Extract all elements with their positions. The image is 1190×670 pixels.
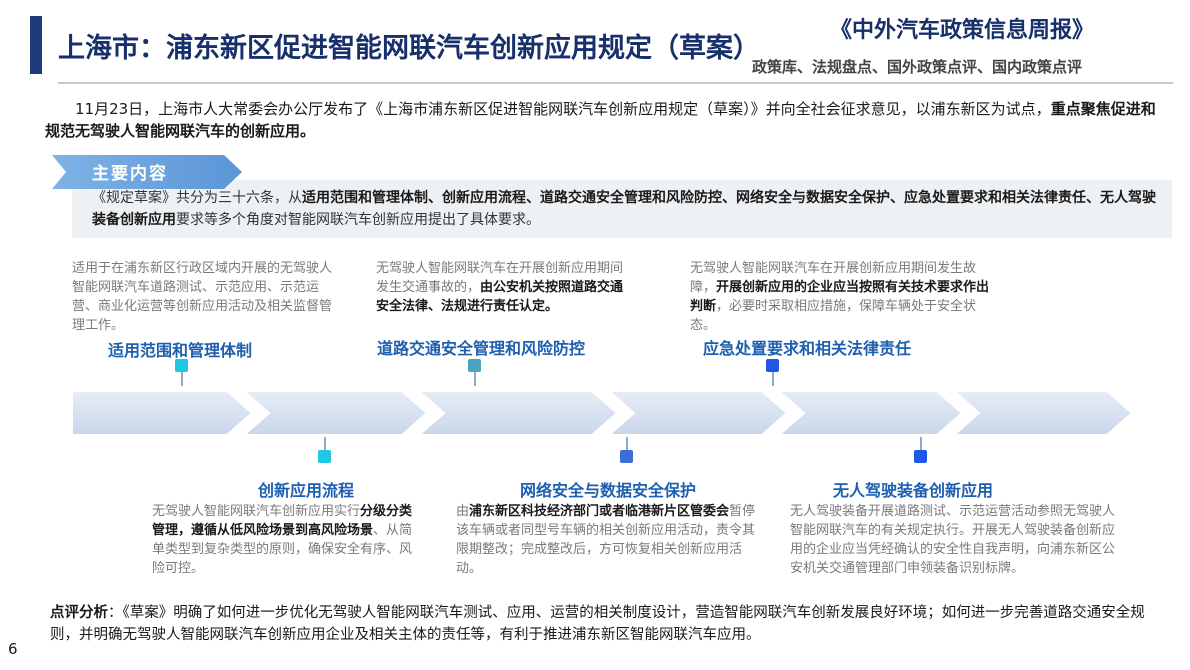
banner-arrow-shape	[52, 155, 242, 189]
timeline-chevron-6	[951, 390, 1134, 436]
desc-text: 无驾驶人智能网联汽车在开展创新应用期间发生故障，	[690, 261, 977, 295]
intro-emphasis: 重点聚焦促进和规范无驾驶人智能网联汽车的创新应用。	[45, 100, 1156, 140]
marker-process	[318, 450, 331, 463]
category-title-traffic-safety: 道路交通安全管理和风险防控	[377, 339, 586, 358]
item-desc-scope: 适用于在浦东新区行政区域内开展的无驾驶人智能网联汽车道路测试、示范应用、示范运营…	[72, 259, 344, 335]
page-number: 6	[8, 640, 18, 658]
timeline-chevron-5	[776, 390, 964, 436]
desc-emphasis: 分级分类管理，遵循从低风险场景到高风险场景	[152, 504, 413, 538]
desc-text: ，必要时采取相应措施，保障车辆处于安全状态。	[690, 299, 977, 333]
category-title-unmanned: 无人驾驶装备创新应用	[833, 481, 994, 500]
commentary: 点评分析：《草案》明确了如何进一步优化无驾驶人智能网联汽车测试、应用、运营的相关…	[50, 602, 1170, 646]
desc-text: 无人驾驶装备开展道路测试、示范运营活动参照无驾驶人智能网联汽车的有关规定执行。开…	[790, 504, 1116, 576]
desc-text: 无驾驶人智能网联汽车创新应用实行	[152, 504, 361, 519]
connector-network-security	[626, 437, 628, 450]
title-accent-bar	[30, 16, 42, 74]
header-divider	[58, 82, 1173, 84]
process-timeline	[72, 390, 1134, 436]
main-content-text: 《规定草案》共分为三十六条，从适用范围和管理体制、创新应用流程、道路交通安全管理…	[92, 187, 1162, 231]
main-text-part1: 《规定草案》共分为三十六条，从	[92, 190, 302, 206]
connector-traffic-safety	[474, 372, 476, 386]
marker-network-security	[620, 450, 633, 463]
connector-process	[324, 437, 326, 450]
connector-scope	[181, 372, 183, 386]
main-text-part2: 要求等多个角度对智能网联汽车创新应用提出了具体要求。	[176, 212, 540, 228]
marker-emergency	[766, 359, 779, 372]
publication-tagline: 政策库、法规盘点、国外政策点评、国内政策点评	[752, 58, 1083, 76]
commentary-label: 点评分析	[50, 605, 108, 621]
item-desc-process: 无驾驶人智能网联汽车创新应用实行分级分类管理，遵循从低风险场景到高风险场景、从简…	[152, 502, 424, 578]
item-desc-unmanned: 无人驾驶装备开展道路测试、示范运营活动参照无驾驶人智能网联汽车的有关规定执行。开…	[790, 502, 1120, 578]
main-content-box	[72, 180, 1172, 238]
timeline-chevron-3	[416, 390, 619, 436]
timeline-chevron-4	[606, 390, 789, 436]
desc-text: 由	[456, 504, 470, 519]
desc-text: 暂停该车辆或者同型号车辆的相关创新应用活动，责令其限期整改；完成整改后，方可恢复…	[456, 504, 756, 576]
desc-text: 无驾驶人智能网联汽车在开展创新应用期间发生交通事故的，	[376, 261, 624, 295]
marker-unmanned	[914, 450, 927, 463]
item-desc-emergency: 无驾驶人智能网联汽车在开展创新应用期间发生故障，开展创新应用的企业应当按照有关技…	[690, 259, 992, 335]
category-title-emergency: 应急处置要求和相关法律责任	[703, 339, 912, 358]
section-label-text: 主要内容	[92, 164, 168, 184]
item-desc-network-security: 由浦东新区科技经济部门或者临港新片区管委会暂停该车辆或者同型号车辆的相关创新应用…	[456, 502, 761, 578]
desc-text: 、从简单类型到复杂类型的原则，确保安全有序、风险可控。	[152, 523, 413, 576]
category-title-process: 创新应用流程	[258, 481, 355, 500]
category-title-network-security: 网络安全与数据安全保护	[520, 481, 697, 500]
intro-paragraph: 11月23日，上海市人大常委会办公厅发布了《上海市浦东新区促进智能网联汽车创新应…	[45, 98, 1165, 142]
commentary-text: ：《草案》明确了如何进一步优化无驾驶人智能网联汽车测试、应用、运营的相关制度设计…	[50, 605, 1145, 643]
connector-unmanned	[920, 437, 922, 450]
connector-emergency	[772, 372, 774, 386]
desc-emphasis: 由公安机关按照道路交通安全法律、法规进行责任认定。	[376, 280, 624, 314]
intro-text: 11月23日，上海市人大常委会办公厅发布了《上海市浦东新区促进智能网联汽车创新应…	[75, 100, 1051, 118]
item-desc-traffic-safety: 无驾驶人智能网联汽车在开展创新应用期间发生交通事故的，由公安机关按照道路交通安全…	[376, 259, 628, 316]
publication-name: 《中外汽车政策信息周报》	[830, 18, 1095, 43]
timeline-chevron-2	[241, 390, 429, 436]
page-title: 上海市：浦东新区促进智能网联汽车创新应用规定（草案）	[58, 33, 760, 64]
desc-text: 适用于在浦东新区行政区域内开展的无驾驶人智能网联汽车道路测试、示范应用、示范运营…	[72, 261, 333, 333]
timeline-chevron-1	[72, 390, 254, 436]
main-text-emphasis: 适用范围和管理体制、创新应用流程、道路交通安全管理和风险防控、网络安全与数据安全…	[92, 190, 1156, 228]
desc-emphasis: 开展创新应用的企业应当按照有关技术要求作出判断	[690, 280, 990, 314]
section-label-banner: 主要内容	[52, 155, 242, 189]
marker-traffic-safety	[468, 359, 481, 372]
category-title-scope: 适用范围和管理体制	[108, 341, 253, 360]
desc-emphasis: 浦东新区科技经济部门或者临港新片区管委会	[469, 504, 730, 519]
marker-scope	[175, 359, 188, 372]
